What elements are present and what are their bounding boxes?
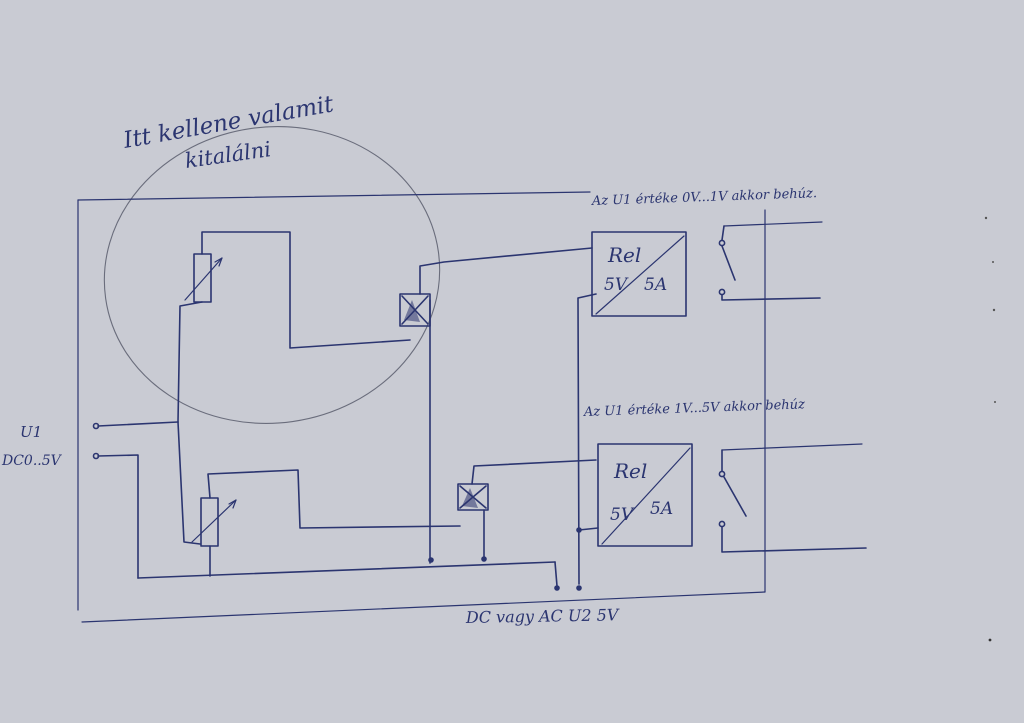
relay-1-voltage: 5V — [604, 275, 629, 295]
relay-2-voltage: 5V — [610, 505, 635, 525]
input-terminals — [92, 421, 179, 579]
relay-1-condition: Az U1 értéke 0V...1V akkor behúz. — [591, 186, 818, 209]
input-label: U1 — [20, 423, 42, 441]
relay-1 — [591, 231, 687, 317]
lower-potentiometer — [177, 421, 461, 577]
input-range: DC0..5V — [1, 453, 63, 469]
upper-potentiometer — [177, 231, 411, 423]
note-line-2: kitalálni — [183, 137, 272, 173]
relay-2-title: Rel — [613, 459, 647, 483]
relay-1-contacts — [718, 221, 823, 301]
relay-2-current: 5A — [650, 499, 673, 519]
paper-specks — [984, 216, 996, 642]
upper-transistor — [399, 247, 593, 561]
relay-1-title: Rel — [607, 243, 641, 267]
question-ellipse — [103, 126, 441, 424]
supply-label: DC vagy AC U2 5V — [465, 605, 620, 627]
enclosure-outline — [77, 191, 766, 623]
relay-2 — [597, 443, 693, 547]
lower-transistor — [457, 459, 597, 559]
relay-1-current: 5A — [644, 275, 667, 295]
relay-2-condition: Az U1 értéke 1V...5V akkor behúz — [583, 397, 806, 420]
common-bus — [137, 293, 599, 591]
relay-2-contacts — [718, 443, 867, 553]
